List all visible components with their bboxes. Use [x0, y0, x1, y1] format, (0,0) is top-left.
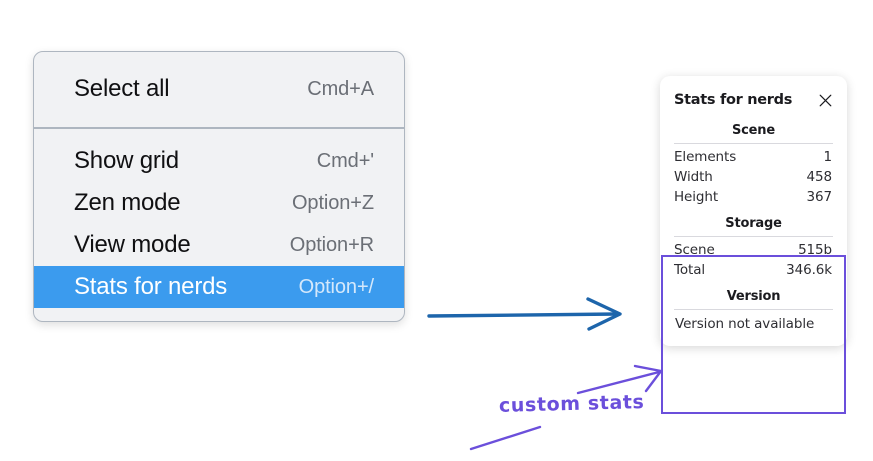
stats-group-scene: Scene Elements 1 Width 458 Height 367	[671, 121, 836, 207]
close-icon[interactable]	[816, 91, 834, 109]
stats-row-value: 458	[806, 169, 833, 185]
stats-row-label: Scene	[674, 242, 715, 258]
stats-row-label: Total	[674, 262, 706, 278]
divider	[674, 309, 833, 310]
stats-group-version: Version Version not available	[671, 287, 836, 334]
handwritten-annotation-label: custom stats	[498, 391, 645, 417]
menu-item-label: Stats for nerds	[74, 273, 228, 300]
stats-row-total-storage: Total 346.6k	[671, 260, 836, 280]
menu-section-bottom: Show grid Cmd+' Zen mode Option+Z View m…	[34, 129, 404, 321]
menu-item-shortcut: Option+R	[289, 234, 374, 256]
stats-row-height: Height 367	[671, 187, 836, 207]
menu-item-label: Zen mode	[74, 189, 181, 216]
context-menu[interactable]: Select all Cmd+A Show grid Cmd+' Zen mod…	[33, 51, 405, 322]
stats-panel-title: Stats for nerds	[674, 92, 793, 108]
menu-item-shortcut: Option+/	[298, 276, 374, 298]
purple-arrow	[576, 364, 663, 395]
stats-row-value: 1	[823, 149, 833, 165]
stats-group-title: Storage	[725, 216, 782, 231]
menu-item-zen-mode[interactable]: Zen mode Option+Z	[34, 182, 404, 224]
stats-row-elements: Elements 1	[671, 147, 836, 167]
divider	[674, 143, 833, 144]
divider	[674, 236, 833, 237]
stats-version-value: Version not available	[675, 316, 815, 332]
stats-row-width: Width 458	[671, 167, 836, 187]
stats-row-value: 515b	[798, 242, 832, 258]
menu-item-show-grid[interactable]: Show grid Cmd+'	[34, 140, 404, 182]
menu-item-stats-for-nerds[interactable]: Stats for nerds Option+/	[34, 266, 404, 308]
stats-row-value: 367	[806, 189, 833, 205]
stats-row-label: Height	[674, 189, 719, 205]
stats-group-title: Version	[726, 289, 781, 304]
menu-item-label: Select all	[74, 75, 170, 102]
menu-item-shortcut: Option+Z	[291, 192, 374, 214]
menu-item-shortcut: Cmd+A	[307, 78, 374, 100]
stats-for-nerds-panel: Stats for nerds Scene Elements 1 Width 4…	[660, 76, 847, 346]
stats-row-label: Width	[674, 169, 713, 185]
menu-item-label: View mode	[74, 231, 191, 258]
menu-item-shortcut: Cmd+'	[316, 150, 374, 172]
menu-item-select-all[interactable]: Select all Cmd+A	[34, 68, 404, 110]
blue-arrow	[427, 297, 622, 331]
menu-item-view-mode[interactable]: View mode Option+R	[34, 224, 404, 266]
menu-item-label: Show grid	[74, 147, 179, 174]
stats-group-storage: Storage Scene 515b Total 346.6k	[671, 214, 836, 280]
stats-row-scene-storage: Scene 515b	[671, 240, 836, 260]
stats-row-label: Elements	[674, 149, 737, 165]
purple-underline-stroke	[469, 425, 542, 451]
stats-group-title: Scene	[732, 123, 775, 138]
stats-row-value: 346.6k	[786, 262, 832, 278]
stats-panel-header: Stats for nerds	[671, 88, 836, 109]
menu-section-top: Select all Cmd+A	[34, 52, 404, 129]
